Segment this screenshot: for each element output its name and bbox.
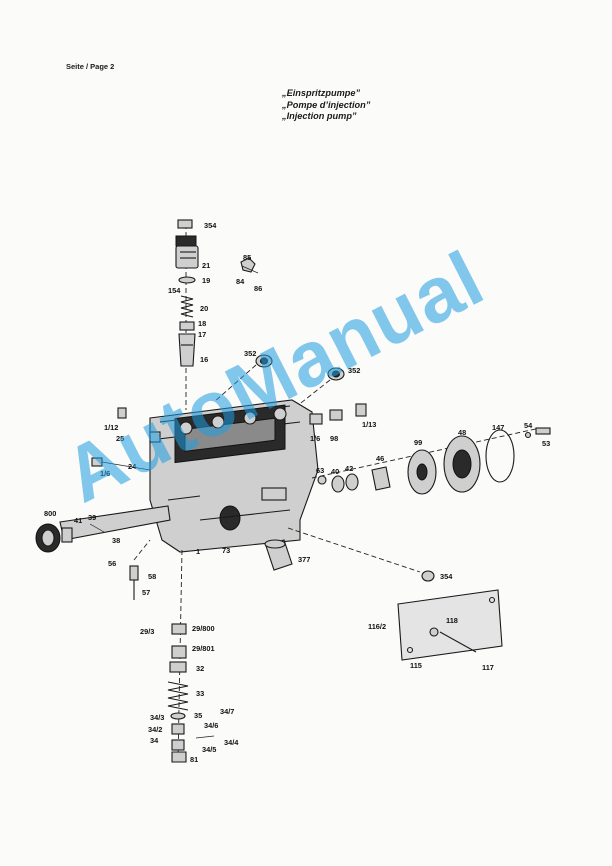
- part-label-17: 17: [198, 330, 206, 339]
- assembly-line-art: [35, 219, 551, 763]
- part-label-29-800: 29/800: [192, 624, 215, 633]
- page-number-label: Seite / Page 2: [66, 62, 115, 71]
- part-label-29-801: 29/801: [192, 644, 215, 653]
- part-label-34-3: 34/3: [150, 713, 164, 722]
- part-label-81: 81: [190, 755, 198, 764]
- part-label-377: 377: [298, 555, 310, 564]
- part-label-99: 99: [414, 438, 422, 447]
- cover-plate: [397, 589, 503, 661]
- part-label-24: 24: [128, 462, 137, 471]
- part-label-117: 117: [482, 663, 494, 672]
- part-number-labels: 3542119154858486201817163523521/12251/61…: [44, 221, 550, 764]
- part-label-354: 354: [204, 221, 217, 230]
- part-label-34-4: 34/4: [224, 738, 239, 747]
- part-label-63: 63: [316, 466, 324, 475]
- part-label-57: 57: [142, 588, 150, 597]
- part-label-29-3: 29/3: [140, 627, 154, 636]
- title-english: „Injection pump”: [282, 111, 357, 121]
- part-label-85: 85: [243, 253, 251, 262]
- part-label-1-12: 1/12: [104, 423, 118, 432]
- title-block: „Einspritzpumpe” „Pompe d’injection” „In…: [282, 88, 370, 123]
- plunger-stack-lower: [167, 549, 215, 763]
- part-label-352: 352: [244, 349, 256, 358]
- governor-end-parts: [311, 427, 551, 495]
- part-label-58: 58: [148, 572, 156, 581]
- part-label-154: 154: [168, 286, 181, 295]
- part-label-18: 18: [198, 319, 206, 328]
- camshaft: [35, 505, 171, 553]
- part-label-34: 34: [150, 736, 159, 745]
- part-label-38: 38: [112, 536, 120, 545]
- part-label-21: 21: [202, 261, 210, 270]
- part-label-35: 35: [194, 711, 202, 720]
- sleeve-part: [264, 527, 435, 582]
- part-label-19: 19: [202, 276, 210, 285]
- part-label-115: 115: [410, 661, 422, 670]
- part-label-48: 48: [458, 428, 466, 437]
- part-label-20: 20: [200, 304, 208, 313]
- screw-plugs-top: [213, 354, 345, 411]
- part-label-1: 1: [196, 547, 200, 556]
- part-label-34-5: 34/5: [202, 745, 216, 754]
- part-label-53: 53: [542, 439, 550, 448]
- part-label-98: 98: [330, 434, 338, 443]
- title-german: „Einspritzpumpe”: [282, 88, 361, 98]
- part-label-116-2: 116/2: [368, 622, 386, 631]
- title-french: „Pompe d’injection”: [282, 99, 371, 110]
- part-label-1-6: 1/6: [310, 434, 320, 443]
- part-label-147: 147: [492, 423, 504, 432]
- part-label-33: 33: [196, 689, 204, 698]
- part-label-40: 40: [331, 467, 339, 476]
- part-label-86: 86: [254, 284, 262, 293]
- part-label-32: 32: [196, 664, 204, 673]
- delivery-valve-stack: [175, 219, 259, 410]
- part-label-354: 354: [440, 572, 453, 581]
- part-label-46: 46: [376, 454, 384, 463]
- part-label-25: 25: [116, 434, 124, 443]
- part-label-41: 41: [74, 516, 82, 525]
- part-label-34-2: 34/2: [148, 725, 162, 734]
- part-label-56: 56: [108, 559, 116, 568]
- part-label-34-6: 34/6: [204, 721, 218, 730]
- part-label-84: 84: [236, 277, 245, 286]
- part-label-73: 73: [222, 546, 230, 555]
- pump-housing: [149, 399, 319, 553]
- part-label-54: 54: [524, 421, 533, 430]
- part-label-16: 16: [200, 355, 208, 364]
- part-label-800: 800: [44, 509, 56, 518]
- part-label-352: 352: [348, 366, 360, 375]
- part-label-118: 118: [446, 616, 458, 625]
- part-label-1-13: 1/13: [362, 420, 376, 429]
- small-parts-left: [91, 403, 367, 600]
- part-label-1-6: 1/6: [100, 469, 110, 478]
- part-label-39: 39: [88, 513, 96, 522]
- part-label-34-7: 34/7: [220, 707, 234, 716]
- part-label-42: 42: [345, 464, 353, 473]
